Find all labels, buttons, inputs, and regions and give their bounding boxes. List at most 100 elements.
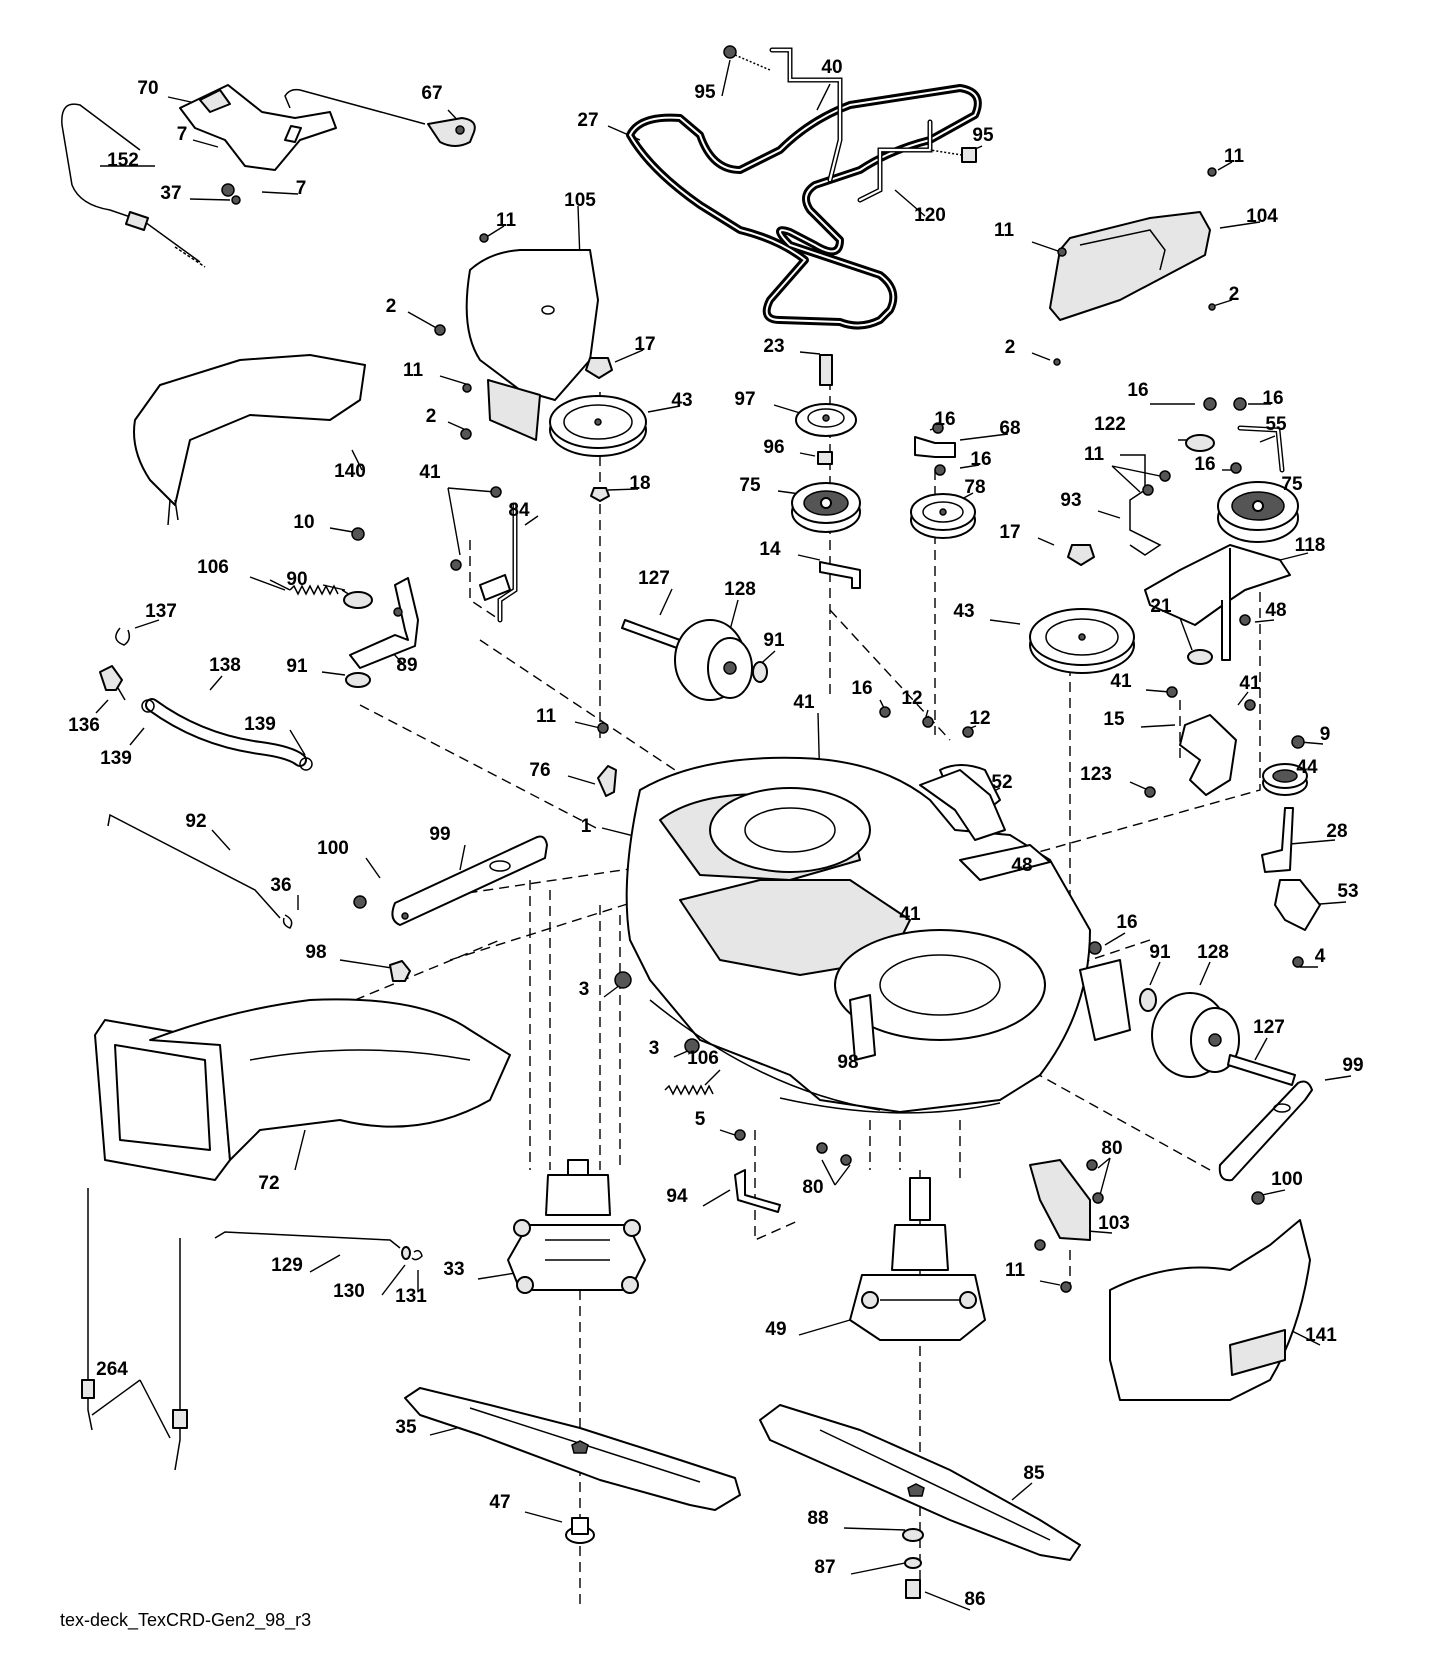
part-number-label-l43b: 43 bbox=[953, 601, 974, 622]
part-number-label-l91c: 91 bbox=[1149, 942, 1171, 963]
part-number-label-l43a: 43 bbox=[671, 390, 692, 411]
rod-264 bbox=[81, 1188, 188, 1471]
lever-67 bbox=[427, 117, 476, 147]
washer-91a bbox=[345, 672, 371, 688]
arm-99b bbox=[1218, 1080, 1313, 1182]
bolt-98a bbox=[389, 960, 411, 982]
part-number-label-l127a: 127 bbox=[638, 568, 670, 589]
blade-85 bbox=[759, 1404, 1081, 1561]
part-number-label-l152: 152 bbox=[107, 150, 139, 171]
part-number-label-l27: 27 bbox=[577, 110, 598, 131]
part-number-label-l37: 37 bbox=[160, 183, 181, 204]
pulley-44 bbox=[1262, 763, 1308, 796]
part-number-label-l138: 138 bbox=[209, 655, 241, 676]
part-number-label-l141: 141 bbox=[1305, 1325, 1337, 1346]
part-number-label-l89: 89 bbox=[396, 655, 417, 676]
part-number-label-l48b: 48 bbox=[1011, 855, 1032, 876]
part-number-label-l91a: 91 bbox=[286, 656, 308, 677]
part-number-label-l55: 55 bbox=[1265, 414, 1287, 435]
part-number-label-l68: 68 bbox=[999, 418, 1020, 439]
part-number-label-l23: 23 bbox=[763, 336, 784, 357]
part-number-label-l11d: 11 bbox=[403, 360, 424, 381]
part-number-label-l106a: 106 bbox=[197, 557, 229, 578]
part-number-label-l95a: 95 bbox=[694, 82, 716, 103]
baffle-103 bbox=[1029, 1159, 1091, 1241]
fitting-136 bbox=[99, 665, 126, 701]
belt-guide-40 bbox=[769, 47, 843, 183]
axle-127a bbox=[621, 619, 681, 649]
part-number-label-l264: 264 bbox=[96, 1359, 128, 1380]
part-number-label-l80a: 80 bbox=[1101, 1138, 1122, 1159]
part-number-label-l48a: 48 bbox=[1265, 600, 1286, 621]
part-number-label-l139b: 139 bbox=[244, 714, 276, 735]
part-number-label-l11a: 11 bbox=[1224, 146, 1245, 167]
arm-99a bbox=[391, 835, 548, 926]
part-number-label-l100b: 100 bbox=[1271, 1169, 1303, 1190]
spindle-49 bbox=[849, 1177, 986, 1341]
part-number-label-l21: 21 bbox=[1150, 596, 1172, 617]
part-number-label-l128a: 128 bbox=[724, 579, 756, 600]
wheel-128b bbox=[1151, 992, 1240, 1078]
part-number-label-l47: 47 bbox=[489, 1492, 510, 1513]
part-number-label-l98b: 98 bbox=[837, 1052, 858, 1073]
part-number-label-l49: 49 bbox=[765, 1319, 786, 1340]
part-number-label-l122: 122 bbox=[1094, 414, 1126, 435]
part-number-label-l137: 137 bbox=[145, 601, 177, 622]
clamp-139b bbox=[299, 757, 313, 771]
belt-guide-120 bbox=[857, 119, 933, 203]
part-number-label-l80b: 80 bbox=[802, 1177, 823, 1198]
part-number-label-l4: 4 bbox=[1315, 946, 1326, 967]
arm-55 bbox=[1237, 425, 1285, 473]
washer-122 bbox=[1185, 434, 1215, 452]
part-number-label-l128b: 128 bbox=[1197, 942, 1229, 963]
hose-138 bbox=[145, 698, 307, 767]
bracket-68 bbox=[914, 422, 956, 476]
pulley-43b bbox=[1029, 608, 1135, 674]
washer-21 bbox=[1187, 649, 1213, 665]
bolt-95b bbox=[929, 147, 977, 163]
pulley-43a bbox=[549, 395, 647, 457]
axle-127b bbox=[1227, 1054, 1296, 1086]
washer-91b bbox=[752, 661, 768, 683]
part-number-label-l16a: 16 bbox=[934, 409, 955, 430]
part-number-label-l11b: 11 bbox=[994, 220, 1015, 241]
bracket-94 bbox=[734, 1169, 781, 1213]
part-number-label-l35: 35 bbox=[395, 1417, 417, 1438]
diagram-caption: tex-deck_TexCRD-Gen2_98_r3 bbox=[60, 1610, 311, 1631]
part-number-label-l118: 118 bbox=[1295, 535, 1326, 556]
part-number-label-l11e: 11 bbox=[536, 706, 557, 727]
washer-91c bbox=[1139, 988, 1157, 1012]
part-number-label-l100a: 100 bbox=[317, 838, 349, 859]
part-number-label-l14: 14 bbox=[759, 539, 781, 560]
part-number-label-l130: 130 bbox=[333, 1281, 365, 1302]
part-number-label-l67: 67 bbox=[421, 83, 442, 104]
chute-72 bbox=[94, 998, 511, 1181]
part-number-label-l2b: 2 bbox=[1005, 337, 1016, 358]
part-number-label-l95b: 95 bbox=[972, 125, 994, 146]
part-number-label-l129: 129 bbox=[271, 1255, 303, 1276]
part-number-label-l93: 93 bbox=[1060, 490, 1081, 511]
part-number-label-l18: 18 bbox=[629, 473, 650, 494]
pulley-75a bbox=[791, 482, 861, 533]
pulley-78 bbox=[910, 493, 976, 539]
part-number-label-l7a: 7 bbox=[177, 124, 188, 145]
part-number-label-l123: 123 bbox=[1080, 764, 1112, 785]
part-number-label-l91b: 91 bbox=[763, 630, 785, 651]
part-number-label-l2c: 2 bbox=[386, 296, 397, 317]
nut-17a bbox=[585, 357, 613, 379]
part-number-label-l72: 72 bbox=[258, 1173, 279, 1194]
part-number-label-l99a: 99 bbox=[429, 824, 450, 845]
part-number-label-l16g: 16 bbox=[1116, 912, 1137, 933]
pulley-97 bbox=[795, 403, 857, 437]
part-number-label-l1: 1 bbox=[581, 816, 592, 837]
part-number-label-l41c: 41 bbox=[1110, 671, 1132, 692]
part-number-label-l97: 97 bbox=[734, 389, 755, 410]
nut-17b bbox=[1067, 544, 1095, 566]
part-number-label-l76: 76 bbox=[529, 760, 550, 781]
part-number-label-l85: 85 bbox=[1023, 1463, 1045, 1484]
part-number-label-l36: 36 bbox=[270, 875, 291, 896]
part-number-label-l90: 90 bbox=[286, 569, 307, 590]
part-number-label-l10: 10 bbox=[293, 512, 314, 533]
part-number-label-l53: 53 bbox=[1337, 881, 1358, 902]
